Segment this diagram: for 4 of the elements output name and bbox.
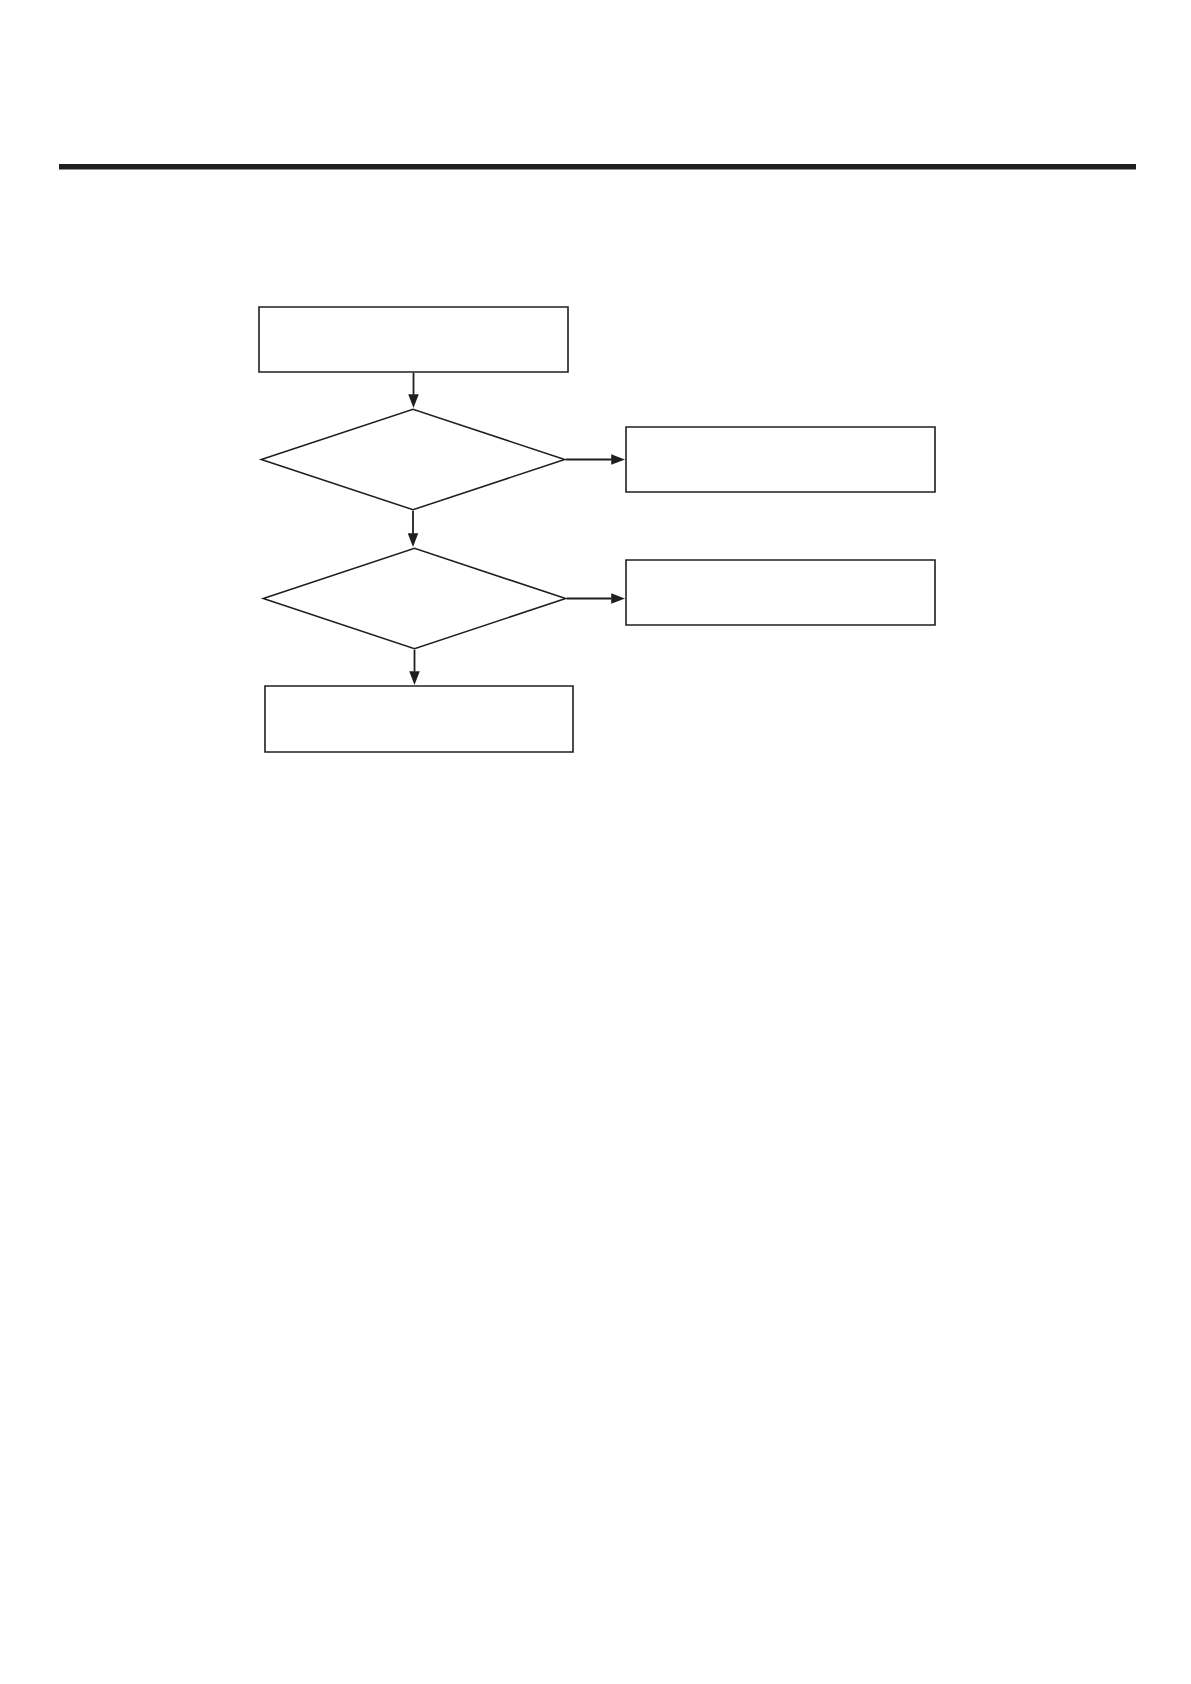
- process-box: [625, 426, 936, 493]
- process-box: [625, 559, 936, 626]
- process-box: [258, 306, 569, 373]
- process-box: [264, 685, 574, 753]
